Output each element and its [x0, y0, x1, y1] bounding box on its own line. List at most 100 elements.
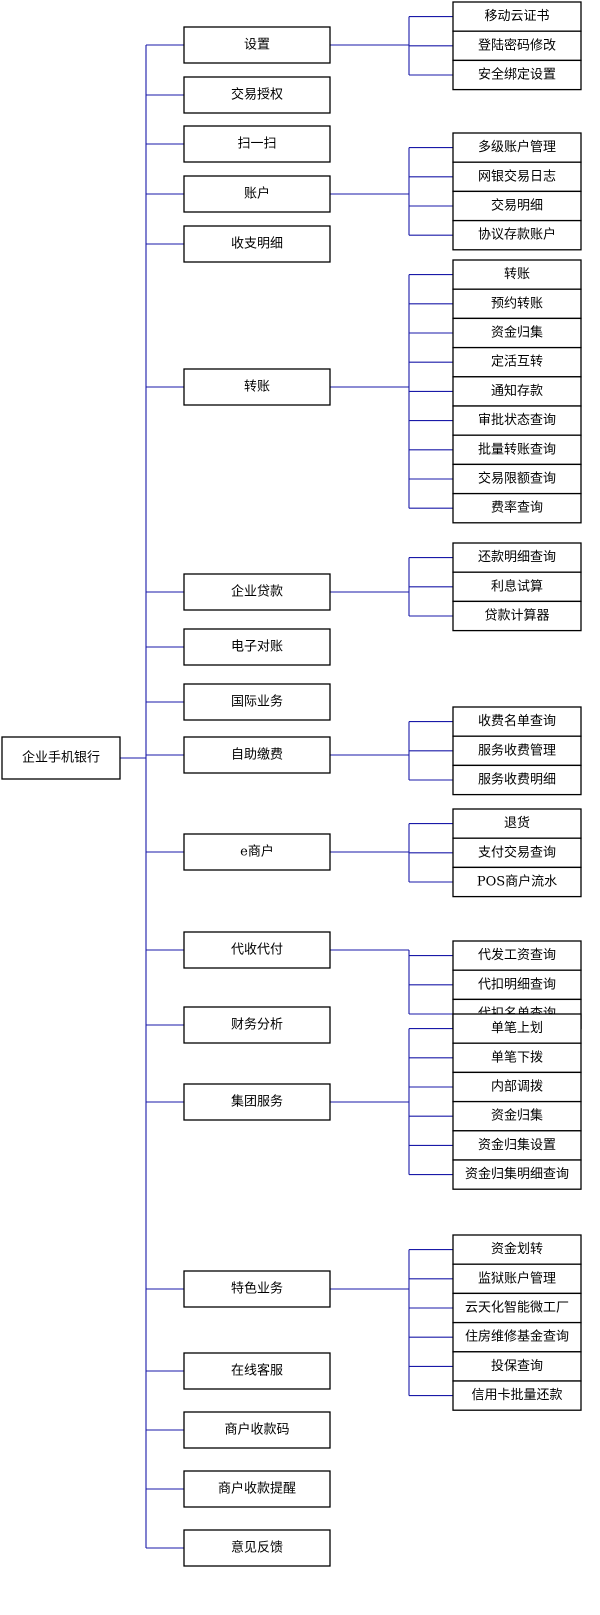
leaf-node: 资金归集 — [452, 317, 582, 349]
branch-node-box — [183, 76, 331, 114]
branch-node-label: 扫一扫 — [237, 137, 276, 152]
branch-node: 收支明细 — [183, 225, 331, 263]
leaf-node: 收费名单查询 — [452, 706, 582, 737]
branch-node-label: 在线客服 — [231, 1363, 283, 1379]
leaf-node: 协议存款账户 — [452, 219, 582, 251]
branch-node-label: 转账 — [244, 380, 270, 395]
leaf-node-label: POS商户流水 — [477, 874, 557, 890]
branch-node-label: 商户收款码 — [224, 1422, 289, 1438]
leaf-node: 批量转账查询 — [452, 434, 582, 466]
leaf-node-label: 协议存款账户 — [478, 227, 556, 243]
leaf-node-label: 资金归集 — [491, 325, 543, 341]
connector-lines — [120, 16, 453, 1549]
branch-node-box — [183, 628, 331, 666]
branch-node-box — [183, 175, 331, 213]
branch-node-box — [183, 1006, 331, 1044]
branch-node-box — [183, 573, 331, 611]
root-node-box — [1, 736, 121, 780]
branch-node: 扫一扫 — [183, 125, 331, 163]
leaf-node: 退货 — [452, 808, 582, 839]
branch-node-box — [183, 736, 331, 774]
leaf-node: 资金归集 — [452, 1100, 582, 1132]
branch-node-box — [183, 368, 331, 406]
branch-node-box — [183, 1470, 331, 1508]
leaf-node-label: 网银交易日志 — [478, 168, 556, 184]
leaf-node-label: 定活互转 — [491, 355, 543, 370]
branch-node: 特色业务 — [183, 1270, 331, 1308]
root-node-label: 企业手机银行 — [22, 750, 100, 766]
leaf-node-box — [452, 1013, 582, 1044]
leaf-node: 资金归集设置 — [452, 1130, 582, 1161]
leaf-node-label: 移动云证书 — [484, 9, 549, 24]
leaf-node-box — [452, 1042, 582, 1074]
branch-node-label: 代收代付 — [231, 943, 283, 958]
leaf-node-label: 退货 — [504, 815, 530, 831]
branch-node: 商户收款码 — [183, 1411, 331, 1449]
leaf-node: 多级账户管理 — [452, 132, 582, 163]
leaf-node-label: 投保查询 — [491, 1358, 543, 1374]
leaf-node: 信用卡批量还款 — [452, 1380, 582, 1411]
leaf-node-box — [452, 405, 582, 436]
leaf-node: 利息试算 — [452, 571, 582, 603]
leaf-node-label: 通知存款 — [491, 383, 543, 399]
branch-node-label: 设置 — [244, 38, 270, 53]
branch-node-label: 特色业务 — [231, 1281, 283, 1297]
leaf-node: 单笔下拨 — [452, 1042, 582, 1074]
leaf-node: 贷款计算器 — [452, 600, 582, 632]
leaf-node: 支付交易查询 — [452, 837, 582, 869]
leaf-node-box — [452, 542, 582, 573]
leaf-node-box — [452, 492, 582, 524]
leaf-node-label: 登陆密码修改 — [478, 37, 556, 53]
branch-node-label: 自助缴费 — [231, 748, 283, 763]
branch-node-label: 交易授权 — [231, 87, 283, 103]
leaf-node-label: 资金归集设置 — [478, 1137, 556, 1153]
branch-node: 在线客服 — [183, 1352, 331, 1390]
leaf-node: 转账 — [452, 259, 582, 290]
leaf-node-label: 资金归集明细查询 — [465, 1166, 569, 1182]
leaf-node: 云天化智能微工厂 — [452, 1292, 582, 1324]
branch-node-box — [183, 1083, 331, 1121]
branch-node: 国际业务 — [183, 683, 331, 721]
leaf-node-box — [452, 346, 582, 378]
branch-node-label: 商户收款提醒 — [218, 1481, 296, 1497]
leaf-node-label: 云天化智能微工厂 — [465, 1301, 569, 1316]
branch-node: 转账 — [183, 368, 331, 406]
leaf-node-label: 交易明细 — [491, 198, 543, 214]
leaf-node-box — [452, 866, 582, 898]
root-node: 企业手机银行 — [1, 736, 121, 780]
leaf-node-label: 支付交易查询 — [478, 844, 556, 860]
leaf-node-box — [452, 600, 582, 632]
branch-node: 集团服务 — [183, 1083, 331, 1121]
leaf-node: 网银交易日志 — [452, 161, 582, 193]
leaf-node-label: 多级账户管理 — [478, 139, 556, 155]
leaf-node-label: 利息试算 — [491, 578, 543, 594]
leaf-node-label: 资金归集 — [491, 1108, 543, 1124]
leaf-node: 服务收费明细 — [452, 764, 582, 796]
branch-node: 账户 — [183, 175, 331, 213]
branch-node-box — [183, 683, 331, 721]
leaf-node-box — [452, 161, 582, 193]
leaf-node-label: 收费名单查询 — [478, 713, 556, 729]
leaf-node: POS商户流水 — [452, 866, 582, 898]
branch-node: 意见反馈 — [183, 1529, 331, 1567]
branch-node-label: 企业贷款 — [231, 584, 283, 600]
branch-node-label: 集团服务 — [231, 1094, 283, 1110]
leaf-node-label: 费率查询 — [491, 500, 543, 516]
leaf-node-label: 资金划转 — [491, 1241, 543, 1257]
leaf-node-box — [452, 1234, 582, 1265]
leaf-node-label: 住房维修基金查询 — [465, 1329, 569, 1345]
leaf-node-box — [452, 59, 582, 91]
leaf-node-box — [452, 434, 582, 466]
leaf-node: 预约转账 — [452, 288, 582, 320]
leaf-node: 资金归集明细查询 — [452, 1159, 582, 1190]
leaf-node: 费率查询 — [452, 492, 582, 524]
leaf-node: 资金划转 — [452, 1234, 582, 1265]
branch-node-box — [183, 26, 331, 64]
leaf-node: 登陆密码修改 — [452, 30, 582, 62]
leaf-node-label: 监狱账户管理 — [478, 1270, 556, 1286]
leaf-node-label: 信用卡批量还款 — [471, 1388, 562, 1403]
branch-node-box — [183, 1352, 331, 1390]
leaf-node-box — [452, 1321, 582, 1353]
leaf-node: 审批状态查询 — [452, 405, 582, 436]
